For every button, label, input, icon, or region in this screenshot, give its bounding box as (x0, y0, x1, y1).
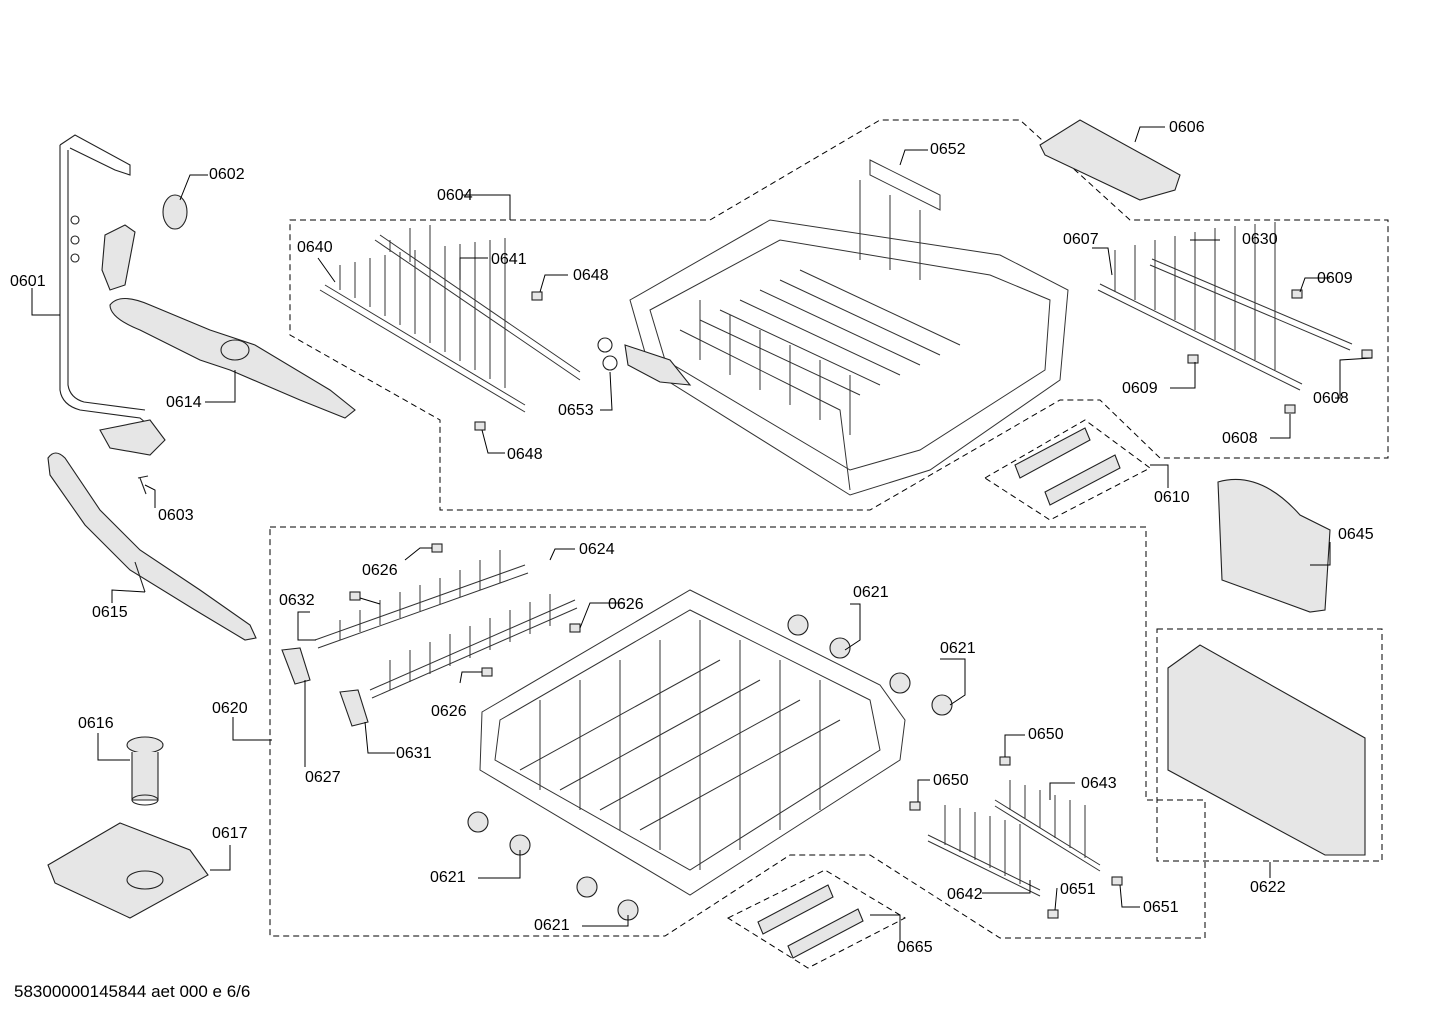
upper-rack-group-outline (289, 119, 1389, 511)
lower-spray-arm (47, 452, 257, 641)
spray-supply-pipe (59, 134, 166, 456)
cup-rack-clip-0606 (1039, 119, 1181, 201)
label-0648-a: 0648 (573, 267, 609, 284)
upper-spray-arm (101, 224, 356, 419)
small-clips (349, 289, 1373, 919)
label-0616: 0616 (78, 715, 114, 732)
fold-down-tine-row-right (1097, 222, 1353, 391)
label-0632: 0632 (279, 592, 315, 609)
label-0608-b: 0608 (1222, 430, 1258, 447)
label-0621-a: 0621 (853, 584, 889, 601)
label-0650-a: 0650 (1028, 726, 1064, 743)
tine-row-brackets (281, 647, 369, 727)
lower-rack-group-outline (269, 526, 1206, 939)
label-0626-b: 0626 (608, 596, 644, 613)
label-0651-b: 0651 (1143, 899, 1179, 916)
lower-right-tine-rows (927, 780, 1101, 897)
rack-roller-assembly (597, 337, 692, 386)
label-0631: 0631 (396, 745, 432, 762)
label-0642: 0642 (947, 886, 983, 903)
label-0604: 0604 (437, 187, 473, 204)
label-0621-d: 0621 (534, 917, 570, 934)
label-0609-b: 0609 (1122, 380, 1158, 397)
label-0630: 0630 (1242, 231, 1278, 248)
label-0602: 0602 (209, 166, 245, 183)
label-0665: 0665 (897, 939, 933, 956)
label-0614: 0614 (166, 394, 202, 411)
label-0652: 0652 (930, 141, 966, 158)
label-0653: 0653 (558, 402, 594, 419)
label-0607: 0607 (1063, 231, 1099, 248)
label-0641: 0641 (491, 251, 527, 268)
label-0622: 0622 (1250, 879, 1286, 896)
cutlery-basket-small (1217, 478, 1331, 613)
label-0627: 0627 (305, 769, 341, 786)
leader-lines (31, 126, 1373, 942)
screw-0603 (137, 475, 149, 495)
label-0601: 0601 (10, 273, 46, 290)
label-0606: 0606 (1169, 119, 1205, 136)
label-0621-c: 0621 (430, 869, 466, 886)
label-0617: 0617 (212, 825, 248, 842)
rail-end-cover-upper (1014, 427, 1121, 506)
label-0640: 0640 (297, 239, 333, 256)
rail-cover-outline-upper (984, 419, 1151, 521)
rail-cover-outline-lower (726, 869, 907, 969)
microfilter (126, 736, 164, 806)
cutlery-basket-outline (1156, 628, 1383, 862)
label-0624: 0624 (579, 541, 615, 558)
label-0626-c: 0626 (431, 703, 467, 720)
label-0609-a: 0609 (1317, 270, 1353, 287)
label-0621-b: 0621 (940, 640, 976, 657)
label-0648-b: 0648 (507, 446, 543, 463)
lower-tine-rows (314, 550, 578, 699)
fold-down-tine-row-left (319, 225, 581, 413)
cutlery-basket-large (1167, 644, 1366, 856)
fine-filter-plate (47, 822, 209, 919)
lower-rack-wheels (467, 614, 953, 921)
label-0620: 0620 (212, 700, 248, 717)
document-id-footer: 58300000145844 aet 000 e 6/6 (14, 982, 251, 1001)
label-0643: 0643 (1081, 775, 1117, 792)
label-0608-a: 0608 (1313, 390, 1349, 407)
label-0650-b: 0650 (933, 772, 969, 789)
label-0626-a: 0626 (362, 562, 398, 579)
rail-end-cover-lower (757, 884, 864, 959)
label-0603: 0603 (158, 507, 194, 524)
label-0651-a: 0651 (1060, 881, 1096, 898)
upper-dish-rack (629, 159, 1069, 496)
spray-nozzle-0602 (162, 194, 188, 230)
label-0645: 0645 (1338, 526, 1374, 543)
label-0610: 0610 (1154, 489, 1190, 506)
label-0615: 0615 (92, 604, 128, 621)
lower-dish-rack (479, 589, 906, 896)
